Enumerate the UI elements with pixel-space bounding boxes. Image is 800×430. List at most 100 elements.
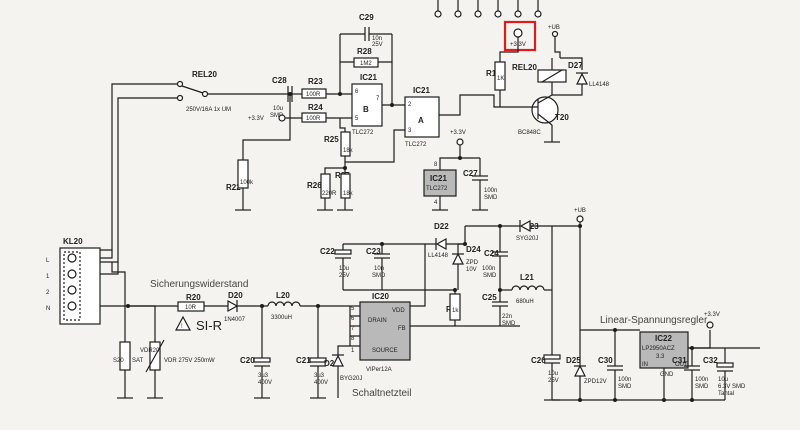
relay-rel20-coil: REL20 — [512, 57, 583, 95]
ic21c-label: IC21 — [430, 174, 447, 183]
kl20-pin-l: L — [46, 258, 50, 264]
d21-label: D21 — [324, 359, 339, 368]
d24-label: D24 — [466, 245, 481, 254]
c32-value: 10u — [718, 377, 728, 383]
highlighted-3v3-terminal[interactable]: +3.3V — [503, 20, 537, 52]
si-r-label: SI-R — [196, 318, 222, 333]
ic21b-unit: B — [363, 105, 369, 114]
diode-d21: D21 BYG20J — [324, 345, 362, 398]
t20-label: T20 — [555, 113, 569, 122]
ic22-pin-in: IN — [642, 362, 648, 368]
zener-d24: D24 ZPD 10V — [452, 226, 481, 290]
ic21c-part: TLC272 — [426, 186, 448, 192]
ic20-pin-5: 5 — [351, 306, 355, 312]
rel20-label: REL20 — [192, 70, 217, 79]
ic21b-label: IC21 — [360, 73, 377, 82]
zener-d25: D25 ZPD12V — [566, 330, 607, 400]
r28-value: 1M2 — [360, 61, 372, 67]
c31-value2: SMD — [695, 384, 709, 390]
ic21a-pin3: 3 — [408, 128, 412, 134]
capacitor-c32: C32 10u 6.3V SMD Tantal — [703, 348, 746, 400]
rel20-coil-label: REL20 — [512, 63, 537, 72]
opamp-ic21-b: IC21 6 5 7 B TLC272 — [351, 73, 405, 136]
c27-label: C27 — [463, 169, 478, 178]
top-bus-stubs — [434, 0, 542, 18]
resistor-r20: R20 10R — [128, 293, 228, 312]
d24-value2: 10V — [466, 267, 477, 273]
resistor-r21: R21 1k — [446, 290, 461, 326]
ic20-pin-source: SOURCE — [372, 348, 398, 354]
c26-value: 10u — [548, 371, 558, 377]
c32-value2: 6.3V SMD — [718, 384, 746, 390]
c28-label: C28 — [272, 76, 287, 85]
capacitor-c29: C29 10n 25V — [340, 13, 392, 48]
ub-supply-top: +UB — [548, 25, 561, 58]
c23-value: 10n — [374, 266, 384, 272]
varistor-vdr20: VDR20 VDR 275V 250mW — [128, 305, 215, 399]
ic20-label: IC20 — [372, 292, 389, 301]
c23-label: C23 — [366, 247, 381, 256]
r25-value: 18k — [343, 148, 354, 154]
c20-value: 3u3 — [258, 373, 269, 379]
kl20-pin-2: 2 — [46, 290, 50, 296]
ic21b-pin6: 6 — [355, 89, 359, 95]
r20-label: R20 — [186, 293, 201, 302]
ub-supply-right: +UB — [551, 208, 640, 355]
capacitor-c23: C23 10n SMD — [343, 244, 455, 291]
capacitor-c26: C26 10u 25V — [531, 354, 561, 401]
r26-value: 220R — [322, 191, 337, 197]
transistor-t20: T20 BC848C — [518, 94, 569, 143]
inductor-l21: L21 680uH — [500, 273, 552, 305]
vdr20-value: VDR 275V 250mW — [164, 358, 215, 364]
switch-s20: S20 SAT — [111, 262, 144, 399]
capacitor-c28: C28 10u SMD — [270, 76, 302, 119]
v33-output-label: +3.3V — [704, 312, 720, 318]
ic21a-pin2: 2 — [408, 102, 412, 108]
d27-label: D27 — [568, 61, 583, 70]
ic22-lp2950: IC22 LP2950ACZ 3.3 IN OUT GND — [639, 330, 711, 400]
warning-sign: ! SI-R — [174, 315, 222, 333]
c26-value2: 25V — [548, 378, 559, 384]
t20-value: BC848C — [518, 130, 541, 136]
c25-value2: SMD — [502, 321, 516, 327]
r21-value: 1k — [452, 308, 459, 314]
c32-value3: Tantal — [718, 391, 734, 397]
c27-value: 100n — [484, 188, 497, 194]
c30-label: C30 — [598, 356, 613, 365]
c20-label: C20 — [240, 356, 255, 365]
kl20-pin-n: N — [46, 306, 50, 312]
fuse-resistor-caption: Sicherungswiderstand — [150, 279, 248, 290]
d25-value: ZPD12V — [584, 379, 607, 385]
resistor-r26: R26 220R — [307, 167, 345, 211]
capacitor-c27: C27 100n SMD — [463, 158, 498, 211]
c30-value2: SMD — [618, 384, 632, 390]
ic21c-pin8: 8 — [434, 162, 438, 168]
capacitor-c30: C30 100n SMD — [598, 330, 632, 400]
r26-label: R26 — [307, 181, 322, 190]
capacitor-c24: C24 100n SMD — [482, 226, 508, 290]
ic20-pin-fb: FB — [398, 326, 406, 332]
c27-value2: SMD — [484, 195, 498, 201]
ic20-pin-vdd: VDD — [392, 308, 405, 314]
ic20-pin-drain: DRAIN — [368, 318, 387, 324]
ub-right-label: +UB — [574, 208, 586, 214]
linear-regulator-caption: Linear-Spannungsregler — [600, 315, 708, 326]
capacitor-c22: C22 10u 25V — [320, 244, 352, 290]
r20-value: 10R — [185, 305, 197, 311]
d20-label: D20 — [228, 291, 243, 300]
s20-value: SAT — [132, 358, 144, 364]
d25-label: D25 — [566, 356, 581, 365]
ic20-pin-7: 7 — [351, 326, 355, 332]
r24-label: R24 — [308, 103, 323, 112]
r19-label: R19 — [486, 69, 501, 78]
d22-value: LL4148 — [428, 253, 449, 259]
resistor-r24: R24 +3.3V 100R — [248, 103, 352, 123]
opamp-ic21-a: IC21 2 3 A TLC272 — [404, 86, 520, 148]
ic22-pin-out: OUT — [675, 362, 688, 368]
l21-label: L21 — [520, 273, 534, 282]
v33-ic21-label: +3.3V — [450, 130, 466, 136]
c25-value: 22n — [502, 314, 512, 320]
ic20-pin-8: 8 — [351, 336, 355, 342]
terminal-block-kl20[interactable]: KL20 L 1 2 N — [46, 237, 128, 325]
c21-label: C21 — [296, 356, 311, 365]
